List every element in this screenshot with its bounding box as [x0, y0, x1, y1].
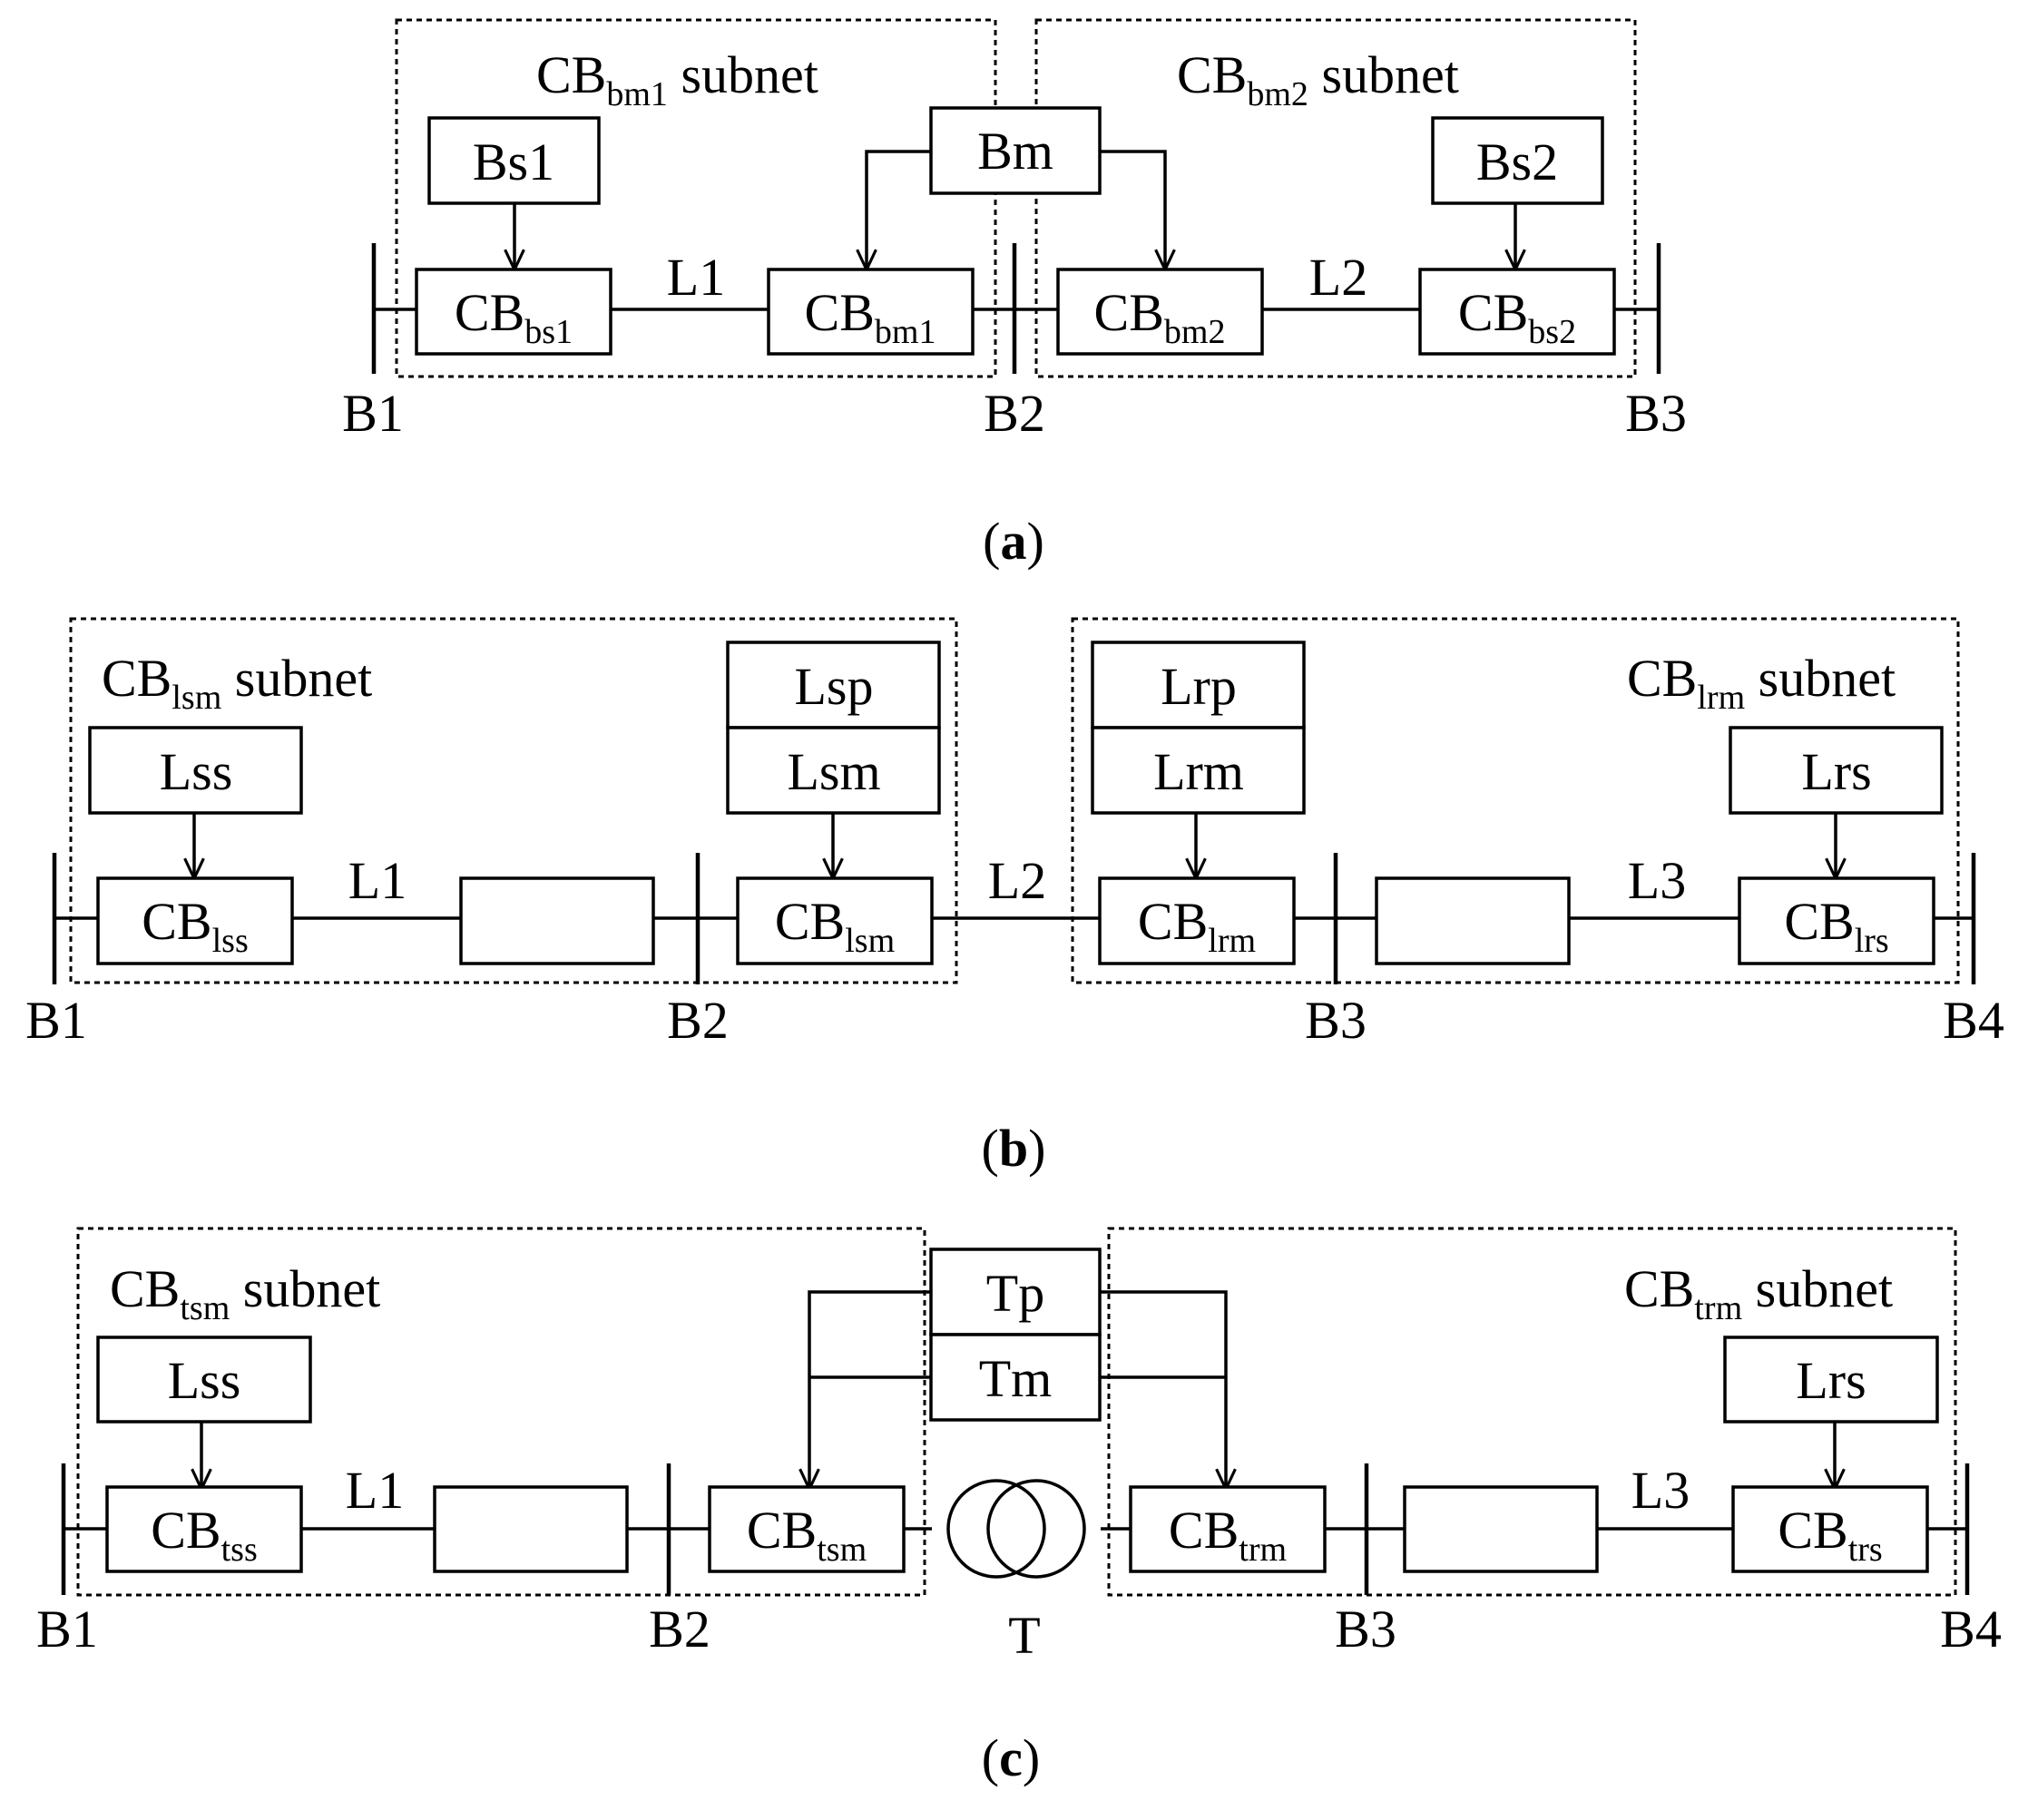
- breaker-cb-lrm: CBlrm: [1098, 876, 1296, 965]
- relay-bs2: Bs2: [1431, 116, 1604, 205]
- breaker-cb-bm2: CBbm2: [1056, 268, 1264, 356]
- subnet-trm-title: CBtrm subnet: [1624, 1259, 1893, 1327]
- line-impedance-l3: [1375, 876, 1571, 965]
- relay-lrp-label: Lrp: [1161, 657, 1237, 716]
- relay-lsp: Lsp: [726, 641, 941, 729]
- line-l1-label: L1: [667, 248, 725, 307]
- diagram-a: Bs1 Bm Bs2 CBbs1 CBbm1 CBbm2 CBbs2 CBbm1: [342, 18, 1687, 571]
- breaker-cb-lrs: CBlrs: [1738, 876, 1935, 965]
- line-impedance-l3: [1403, 1485, 1599, 1573]
- breaker-cb-tss: CBtss: [105, 1485, 303, 1573]
- breaker-cb-lss: CBlss: [96, 876, 294, 965]
- relay-lss: Lss: [88, 726, 303, 815]
- arrow-tp-left: [809, 1290, 931, 1488]
- breaker-cb-bm2-label: CBbm2: [1094, 283, 1226, 351]
- relay-lss: Lss: [96, 1336, 312, 1424]
- subnet-bm2-frame: [1034, 18, 1637, 378]
- relay-lrm: Lrm: [1091, 726, 1306, 815]
- relay-tp-label: Tp: [986, 1264, 1044, 1323]
- relay-tp: Tp: [929, 1248, 1102, 1336]
- caption-c: (c): [982, 1728, 1040, 1787]
- subnet-lsm-frame: [69, 617, 958, 984]
- relay-lsm: Lsm: [726, 726, 941, 815]
- bus-b2-label: B2: [649, 1600, 710, 1659]
- breaker-cb-trm-label: CBtrm: [1169, 1501, 1287, 1569]
- subnet-tsm-title: CBtsm subnet: [110, 1259, 380, 1327]
- bus-b2-label: B2: [984, 384, 1045, 443]
- subnet-tsm-frame: [76, 1227, 926, 1597]
- breaker-cb-bs1: CBbs1: [415, 268, 612, 356]
- line-l2-label: L2: [988, 851, 1046, 910]
- bus-b1-label: B1: [36, 1600, 98, 1659]
- relay-lrp: Lrp: [1091, 641, 1306, 729]
- relay-lrm-label: Lrm: [1153, 742, 1244, 801]
- relay-lsp-label: Lsp: [795, 657, 874, 716]
- subnet-lrm-frame: [1071, 617, 1960, 984]
- bus-b2-label: B2: [667, 991, 729, 1050]
- breaker-cb-bs1-label: CBbs1: [455, 283, 573, 351]
- breaker-cb-bs2-label: CBbs2: [1458, 283, 1576, 351]
- subnet-bm2-title: CBbm2 subnet: [1177, 45, 1459, 113]
- subnet-bm1-title: CBbm1 subnet: [536, 45, 818, 113]
- relay-lss-label: Lss: [168, 1351, 241, 1410]
- subnet-trm-frame: [1107, 1227, 1957, 1597]
- bus-b1-label: B1: [342, 384, 404, 443]
- breaker-cb-tss-label: CBtss: [151, 1501, 258, 1569]
- relay-lrs: Lrs: [1723, 1336, 1939, 1424]
- subnet-lrm-title: CBlrm subnet: [1627, 649, 1896, 717]
- line-l2-label: L2: [1309, 248, 1367, 307]
- caption-a: (a): [983, 512, 1044, 571]
- breaker-cb-tsm-label: CBtsm: [747, 1501, 867, 1569]
- relay-tm-label: Tm: [979, 1349, 1053, 1408]
- relay-bm-label: Bm: [977, 122, 1053, 181]
- transformer-t: [946, 1479, 1086, 1579]
- breaker-cb-bm1: CBbm1: [767, 268, 975, 356]
- diagram-b: Lss Lsp Lsm Lrp Lrm Lrs CBlss CBl: [25, 617, 2004, 1178]
- line-l3-label: L3: [1628, 851, 1686, 910]
- subnet-lsm-title: CBlsm subnet: [102, 649, 372, 717]
- bus-b3-label: B3: [1625, 384, 1687, 443]
- breaker-cb-bs2: CBbs2: [1418, 268, 1616, 356]
- bus-b1-label: B1: [25, 991, 87, 1050]
- arrow-bm-right: [1100, 150, 1165, 269]
- relay-bm: Bm: [929, 106, 1102, 195]
- breaker-cb-lsm-label: CBlsm: [775, 892, 895, 960]
- relay-bs2-label: Bs2: [1476, 132, 1558, 191]
- relay-tm: Tm: [929, 1333, 1102, 1422]
- bus-b3-label: B3: [1305, 991, 1367, 1050]
- bus-b3-label: B3: [1335, 1600, 1396, 1659]
- arrow-tp-right: [1100, 1290, 1226, 1488]
- breaker-cb-lss-label: CBlss: [142, 892, 249, 960]
- line-l1-label: L1: [346, 1461, 404, 1520]
- breaker-cb-trm: CBtrm: [1129, 1485, 1327, 1573]
- relay-lrs-label: Lrs: [1796, 1351, 1866, 1410]
- relay-lrs-label: Lrs: [1801, 742, 1871, 801]
- bus-b4-label: B4: [1940, 1600, 2002, 1659]
- line-l3-label: L3: [1631, 1461, 1690, 1520]
- relay-bs1: Bs1: [427, 116, 601, 205]
- breaker-cb-lrm-label: CBlrm: [1138, 892, 1256, 960]
- transformer-label: T: [1008, 1606, 1040, 1665]
- breaker-cb-trs: CBtrs: [1731, 1485, 1929, 1573]
- breaker-cb-tsm: CBtsm: [708, 1485, 906, 1573]
- line-impedance-l1: [459, 876, 655, 965]
- breaker-cb-bm1-label: CBbm1: [805, 283, 936, 351]
- breaker-cb-lrs-label: CBlrs: [1784, 892, 1888, 960]
- caption-b: (b): [982, 1119, 1046, 1178]
- arrow-bm-left: [867, 150, 931, 269]
- subnet-bm1-frame: [395, 18, 997, 378]
- breaker-cb-trs-label: CBtrs: [1778, 1501, 1882, 1569]
- line-impedance-l1: [433, 1485, 629, 1573]
- relay-lss-label: Lss: [160, 742, 233, 801]
- relay-bs1-label: Bs1: [473, 132, 554, 191]
- breaker-cb-lsm: CBlsm: [736, 876, 934, 965]
- bus-b4-label: B4: [1943, 991, 2004, 1050]
- relay-lrs: Lrs: [1729, 726, 1944, 815]
- line-l1-label: L1: [348, 851, 407, 910]
- relay-lsm-label: Lsm: [787, 742, 880, 801]
- diagram-c: Lss Tp Tm Lrs CBtss CBtsm CBtrm: [36, 1227, 2002, 1787]
